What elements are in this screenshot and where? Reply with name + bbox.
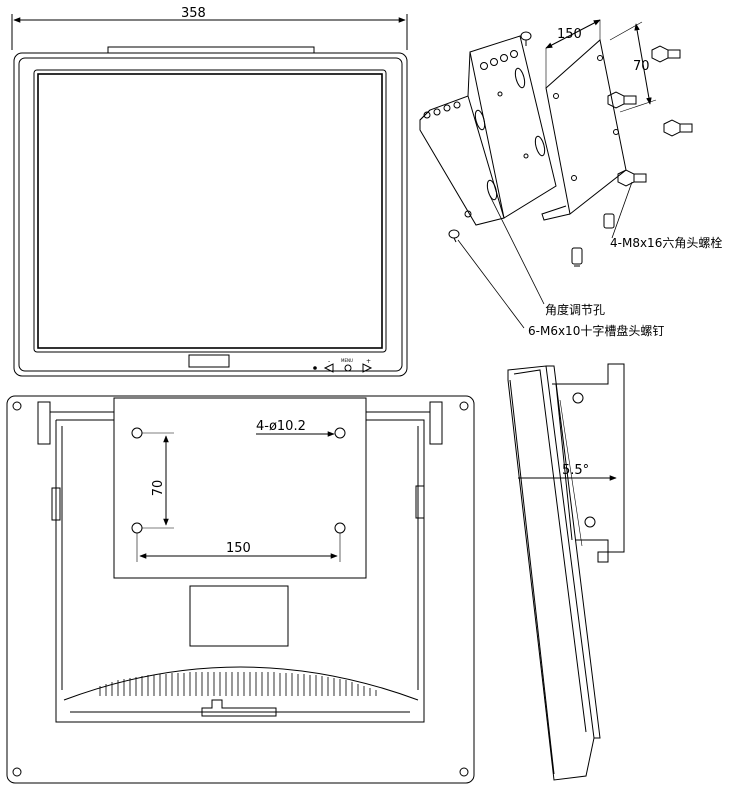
bracket-side-flange xyxy=(419,95,505,226)
side-clip-right xyxy=(415,485,425,519)
rear-dim-150-text: 150 xyxy=(226,541,251,556)
inner-bezel xyxy=(18,57,403,372)
bracket-dim-70-line xyxy=(634,23,652,105)
left-button-icon[interactable] xyxy=(323,363,334,373)
tilt-angle-text: 5.5° xyxy=(562,463,589,478)
side-view xyxy=(507,363,625,781)
back-cover xyxy=(55,419,425,723)
hex-bolt-icon xyxy=(663,119,693,137)
hex-bolt-icon xyxy=(607,91,637,109)
vesa-hole-icon xyxy=(334,522,346,534)
right-button-icon[interactable] xyxy=(362,363,373,373)
logo-plate xyxy=(188,354,230,368)
menu-label: MENU xyxy=(341,358,353,363)
bracket-dim-150-text: 150 xyxy=(557,27,582,42)
screen-outer xyxy=(33,69,387,353)
callout-hex-bolt: 4-M8x16六角头螺栓 xyxy=(610,235,722,250)
side-screw-icon xyxy=(584,516,596,528)
rear-dim-70-text: 70 xyxy=(151,480,166,497)
hole-callout-text: 4-ø10.2 xyxy=(256,419,306,434)
bottom-connector-tab xyxy=(201,699,277,717)
vesa-hole-icon xyxy=(131,427,143,439)
pan-head-screw-icon xyxy=(571,247,583,267)
hex-bolt-icon xyxy=(651,45,681,63)
power-led-icon xyxy=(313,366,317,370)
monitor-side-profile xyxy=(507,365,595,781)
mounting-plate xyxy=(545,39,627,215)
hex-bolt-icon xyxy=(617,169,647,187)
pan-head-screw-icon xyxy=(603,213,615,229)
minus-label: - xyxy=(328,358,330,365)
hinge-tab-left xyxy=(37,401,51,445)
vesa-hole-icon xyxy=(334,427,346,439)
angle-slot-icon xyxy=(474,109,486,131)
screen-inner xyxy=(37,73,383,349)
menu-button-icon[interactable] xyxy=(344,364,352,372)
vesa-plate xyxy=(113,397,367,579)
vent-slots xyxy=(99,672,377,696)
plus-label: + xyxy=(366,358,371,365)
outer-bezel xyxy=(13,52,408,377)
pan-head-screw-icon xyxy=(520,31,532,46)
side-clip-left xyxy=(51,487,61,521)
side-screw-icon xyxy=(572,392,584,404)
bracket-dim-70-text: 70 xyxy=(633,59,650,74)
bracket-dim-150-line xyxy=(545,19,601,49)
bracket-main-plate xyxy=(469,35,557,219)
hinge-tab-right xyxy=(429,401,443,445)
corner-screw-icon xyxy=(12,767,22,777)
vent-housing xyxy=(63,666,419,701)
front-view: - MENU + xyxy=(11,14,408,377)
corner-screw-icon xyxy=(459,767,469,777)
corner-screw-icon xyxy=(459,401,469,411)
leader-hex-bolt xyxy=(611,181,633,239)
pan-head-screw-icon xyxy=(448,229,460,243)
corner-screw-icon xyxy=(12,401,22,411)
callout-screw: 6-M6x10十字槽盘头螺钉 xyxy=(528,323,664,338)
leader-screw xyxy=(457,239,525,329)
rear-view xyxy=(6,395,475,784)
rear-label-plate xyxy=(189,585,289,647)
side-bracket xyxy=(552,363,625,553)
vesa-hole-icon xyxy=(131,522,143,534)
top-ridge xyxy=(107,46,315,54)
rear-outer-housing xyxy=(6,395,475,784)
bracket-view xyxy=(419,19,693,329)
leader-angle-holes xyxy=(489,195,545,305)
width-dimension-text: 358 xyxy=(181,6,206,21)
callout-angle-holes: 角度调节孔 xyxy=(545,302,605,317)
